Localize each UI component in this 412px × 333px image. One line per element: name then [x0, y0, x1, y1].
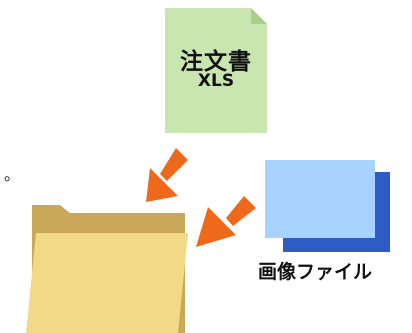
image-file-front — [265, 160, 375, 238]
arrow-images-to-folder — [196, 196, 256, 247]
folder-icon — [26, 205, 188, 333]
document-fold — [251, 8, 267, 24]
stray-mark: 。 — [4, 165, 21, 184]
document-icon — [165, 8, 267, 133]
document-title: 注文書 — [180, 49, 252, 75]
document-subtitle: XLS — [197, 71, 235, 91]
image-files-label: 画像ファイル — [258, 261, 373, 283]
folder-front — [26, 233, 188, 333]
arrow-document-to-folder — [146, 148, 188, 202]
document-page — [165, 8, 267, 133]
image-files-icon — [265, 160, 390, 252]
